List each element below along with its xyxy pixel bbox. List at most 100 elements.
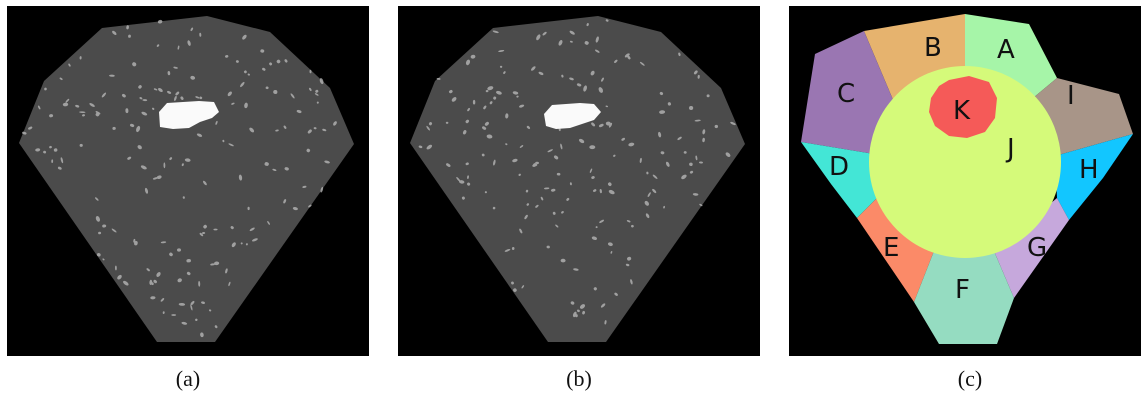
speckle (591, 236, 598, 241)
speckle (525, 189, 529, 193)
speckle (683, 151, 687, 154)
speckle (231, 242, 236, 248)
speckle (227, 91, 232, 97)
speckle (117, 274, 122, 280)
speckle (89, 103, 95, 107)
speckle (177, 45, 180, 50)
speckle (171, 314, 177, 316)
speckle (208, 309, 212, 312)
speckle (200, 332, 204, 338)
speckle (503, 71, 506, 75)
speckle (199, 96, 203, 100)
speckle (605, 121, 611, 126)
speckle (418, 145, 423, 149)
speckle (504, 248, 511, 252)
speckle (228, 143, 234, 147)
speckle (663, 205, 666, 209)
speckle (313, 127, 317, 130)
speckle (75, 104, 80, 108)
speckle (169, 157, 173, 160)
speckle (694, 119, 701, 122)
speckle (613, 154, 616, 157)
speckle (561, 211, 564, 214)
speckle (269, 62, 273, 66)
speckle (659, 110, 666, 114)
speckle (324, 160, 330, 164)
speckle (190, 27, 194, 32)
speckle (28, 126, 33, 130)
speckle (214, 261, 220, 266)
speckle (114, 265, 117, 271)
speckle (714, 124, 718, 129)
speckle (109, 74, 115, 77)
speckle (426, 144, 433, 150)
speckle (95, 112, 100, 117)
speckle (689, 170, 694, 174)
speckle (180, 96, 184, 100)
speckle (607, 242, 613, 247)
speckle (79, 56, 82, 60)
speckle (177, 278, 182, 283)
speckle (667, 102, 672, 106)
region-K (929, 76, 997, 138)
speckle (625, 263, 630, 267)
speckle (181, 321, 188, 325)
speckle (465, 59, 471, 66)
speckle (586, 23, 589, 27)
speckle (730, 121, 736, 126)
speckle (631, 224, 634, 228)
speckle (79, 111, 86, 114)
speckle (513, 288, 517, 292)
speckle (184, 158, 191, 162)
speckle (605, 105, 609, 108)
speckle (137, 145, 142, 150)
speckle (658, 131, 662, 138)
speckle (484, 191, 488, 194)
speckle (576, 83, 582, 87)
speckle (578, 138, 585, 144)
speckle (614, 59, 618, 63)
label-I: I (1067, 81, 1075, 111)
ultrasound-image-b (398, 6, 760, 356)
speckle (173, 66, 178, 69)
speckle (681, 174, 687, 180)
speckle (485, 89, 489, 93)
speckle (199, 232, 204, 237)
speckle (598, 123, 604, 128)
speckle (43, 150, 47, 154)
speckle (652, 188, 657, 194)
speckle (544, 187, 550, 190)
label-G: G (1027, 233, 1047, 263)
speckle (260, 49, 265, 53)
speckle (296, 109, 302, 114)
speckle (590, 70, 595, 76)
image-panel-b (398, 6, 760, 356)
speckle (547, 149, 553, 153)
speckle (162, 311, 165, 314)
speckle (249, 127, 255, 133)
speckle (660, 151, 665, 155)
speckle (244, 102, 248, 109)
speckle (316, 101, 319, 104)
speckle (535, 161, 539, 165)
speckle (283, 199, 287, 204)
speckle (163, 162, 166, 169)
speckle (693, 70, 698, 75)
label-D: D (829, 152, 849, 182)
speckle (201, 301, 205, 304)
speckle (128, 34, 131, 38)
speckle (689, 162, 693, 167)
speckle (322, 128, 327, 132)
region-C (801, 31, 899, 154)
speckle (262, 67, 266, 71)
speckle (566, 197, 570, 201)
speckle (467, 175, 469, 179)
speckle (95, 197, 99, 201)
speckle (157, 19, 163, 24)
speckle (573, 268, 579, 271)
speckle (652, 174, 658, 180)
speckle (647, 192, 651, 197)
speckle (292, 207, 298, 211)
label-E: E (883, 233, 899, 263)
speckle (428, 122, 433, 126)
